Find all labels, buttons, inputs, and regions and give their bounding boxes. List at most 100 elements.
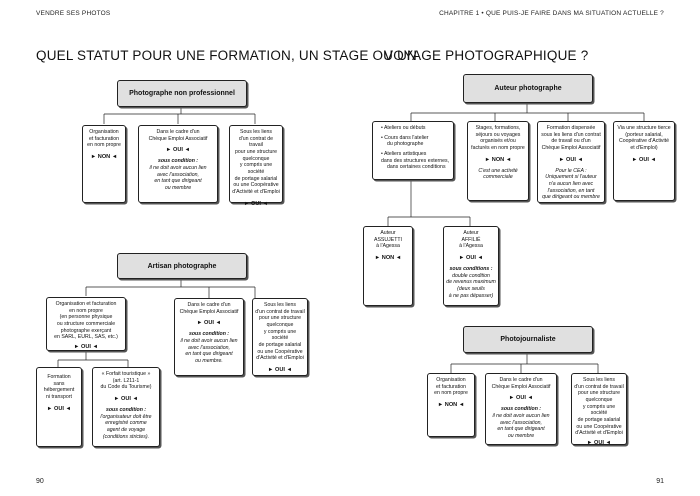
condition-text: de revenus maximum	[446, 279, 496, 286]
note-text: que dirigeant ou membre	[542, 194, 600, 201]
box-text: d'un contrat de travail	[238, 135, 274, 149]
condition-text: il ne doit avoir aucun lien	[492, 413, 550, 420]
verdict: ► OUI ◄	[586, 439, 612, 446]
box-text: Formation dispensée	[546, 125, 596, 131]
condition-text: ou membre.	[195, 358, 223, 365]
condition-text: ou membre	[507, 433, 535, 440]
box-text: Sous les liens	[263, 302, 296, 308]
note-text: Pour le CEA :	[555, 167, 587, 174]
au-affilie-box: Auteur AFFILIÉ à l'Agessa ► OUI ◄ sous c…	[443, 226, 499, 306]
np-nom-propre-box: Organisation et facturation en nom propr…	[82, 125, 126, 203]
box-text: pour une structure	[577, 390, 621, 397]
box-text: du photographe	[387, 141, 424, 148]
verdict: ► NON ◄	[484, 156, 512, 163]
box-text: y compris une société	[239, 162, 273, 175]
page-number-left: 90	[36, 478, 44, 485]
condition-text: (conditions strictes).	[102, 433, 150, 440]
ar-formation-box: Formation sans hébergement ni transport …	[36, 367, 82, 447]
verdict: ► OUI ◄	[46, 405, 72, 412]
box-text: Formation	[47, 374, 71, 380]
box-text: Auteur	[380, 230, 396, 236]
heading-non-professionnel: Photographe non professionnel	[117, 80, 247, 107]
pj-cea-box: Dans le cadre d'un Chèque Emploi Associa…	[485, 373, 557, 445]
verdict: ► OUI ◄	[73, 343, 99, 350]
box-text: dans certaines conditions	[387, 164, 446, 171]
box-text: facturés en nom propre	[471, 144, 525, 151]
box-text: AFFILIÉ	[461, 236, 481, 243]
ar-cea-box: Dans le cadre d'un Chèque Emploi Associa…	[174, 298, 244, 376]
page-number-right: 91	[656, 478, 664, 485]
page-title-right: VOYAGE PHOTOGRAPHIQUE ?	[384, 48, 589, 63]
condition-label: sous condition :	[105, 407, 147, 414]
box-text: Chèque Emploi Associatif	[148, 135, 208, 142]
box-text: et facturation	[89, 135, 119, 142]
ar-nom-propre-box: Organisation et facturation en nom propr…	[46, 297, 126, 351]
verdict: ► OUI ◄	[267, 366, 293, 373]
pj-contrat-travail-box: Sous les liens d'un contrat de travail p…	[571, 373, 627, 446]
box-text: de portage salarial	[234, 175, 278, 182]
au-formation-contrat-box: Formation dispensée sous les liens d'un …	[537, 121, 605, 203]
box-text: organisés et/ou	[480, 138, 516, 145]
au-ateliers-box: • Ateliers ou débuts • Cours dans l'atel…	[372, 121, 454, 180]
note-text: commerciale	[483, 174, 513, 181]
condition-text: en tant que dirigeant	[154, 178, 202, 185]
box-text: (en personne physique	[59, 314, 113, 321]
condition-text: avec l'association,	[157, 171, 199, 178]
condition-text: agent de voyage	[106, 427, 146, 434]
verdict: ► OUI ◄	[165, 147, 191, 154]
box-text: sous les liens d'un contrat	[541, 131, 601, 138]
heading-auteur: Auteur photographe	[463, 74, 593, 103]
box-text: quelconque	[585, 396, 613, 403]
ar-contrat-travail-box: Sous les liens d'un contrat de travail p…	[252, 298, 308, 376]
condition-label: sous condition :	[157, 158, 199, 165]
box-text: Sous les liens	[582, 377, 615, 383]
box-text: Stages, formations,	[475, 125, 521, 131]
box-text: Sous les liens	[239, 129, 272, 135]
box-text: séjours ou voyages	[475, 131, 521, 138]
box-text: Auteur	[463, 230, 479, 236]
page-title-left: QUEL STATUT POUR UNE FORMATION, UN STAGE…	[36, 48, 417, 63]
box-text: « Forfait touristique »	[101, 371, 151, 377]
box-text: d'un contrat de travail	[574, 383, 624, 390]
box-text: (porteur salarial,	[625, 131, 663, 138]
box-text: à l'Agessa	[376, 243, 400, 250]
box-text: de portage salarial	[577, 416, 621, 423]
box-text: d'Activité et d'Emploi	[575, 430, 623, 437]
box-text: de portage salarial	[258, 341, 302, 348]
box-text: • Ateliers artistiques	[381, 150, 427, 157]
au-assujetti-box: Auteur ASSUJETTI à l'Agessa ► NON ◄	[363, 226, 413, 306]
box-text: Dans le cadre d'un	[156, 129, 200, 135]
verdict: ► OUI ◄	[243, 200, 269, 207]
box-text: de travail ou d'un	[551, 138, 591, 145]
box-text: Organisation et facturation	[55, 301, 117, 307]
note-text: l'association, en tant	[547, 187, 595, 194]
box-text: en nom propre	[434, 390, 468, 397]
box-text: en nom propre	[69, 307, 103, 314]
box-text: ou une Coopérative	[576, 423, 622, 430]
condition-label: sous condition :	[188, 331, 230, 338]
note-text: Uniquement si l'auteur	[545, 174, 597, 181]
verdict: ► OUI ◄	[196, 320, 222, 327]
running-header-right: CHAPITRE 1 • QUE PUIS-JE FAIRE DANS MA S…	[439, 10, 664, 17]
box-text: (art. L211-1	[112, 377, 140, 384]
verdict: ► OUI ◄	[508, 395, 534, 402]
condition-text: il ne doit avoir aucun lien	[180, 338, 238, 345]
box-text: y compris une société	[582, 403, 616, 417]
box-text: Via une structure tierce	[617, 125, 671, 131]
condition-label: sous condition :	[500, 406, 542, 413]
box-text: en nom propre	[87, 142, 121, 149]
condition-text: en tant que dirigeant	[185, 351, 233, 358]
condition-text: l'organisateur doit être	[100, 413, 152, 420]
box-text: Chèque Emploi Associatif	[491, 383, 551, 390]
box-text: pour une structure	[258, 315, 302, 322]
box-text: Organisation	[436, 377, 466, 383]
heading-photojournaliste: Photojournaliste	[463, 326, 593, 353]
box-text: en SARL, EURL, SAS, etc.)	[54, 334, 118, 341]
note-text: C'est une activité	[478, 167, 518, 174]
box-text: photographe exerçant	[60, 327, 112, 334]
condition-text: enregistré comme	[105, 420, 147, 427]
box-text: et facturation	[436, 383, 466, 390]
running-header-left: VENDRE SES PHOTOS	[36, 10, 111, 17]
box-text: d'Activité et d'Emploi	[256, 355, 304, 362]
box-text: Organisation	[89, 129, 119, 135]
